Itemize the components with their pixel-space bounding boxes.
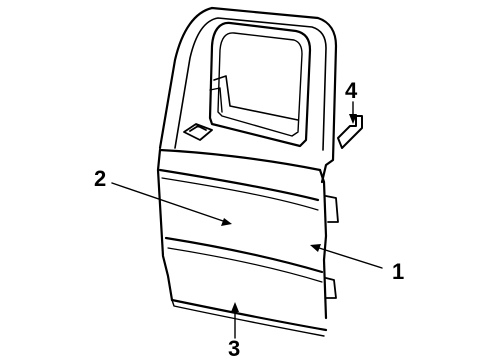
callout-2: 2 xyxy=(94,166,106,191)
outer-door-panel xyxy=(156,148,328,337)
callout-3: 3 xyxy=(228,336,240,360)
callout-4: 4 xyxy=(345,78,358,103)
window-opening xyxy=(208,21,312,148)
handle-rod-part xyxy=(337,115,363,149)
door-window-frame xyxy=(158,6,338,184)
leader-lines xyxy=(111,101,383,339)
frame-latch-bracket xyxy=(183,123,213,141)
hinge-tabs xyxy=(325,195,339,299)
callout-1: 1 xyxy=(392,259,404,284)
